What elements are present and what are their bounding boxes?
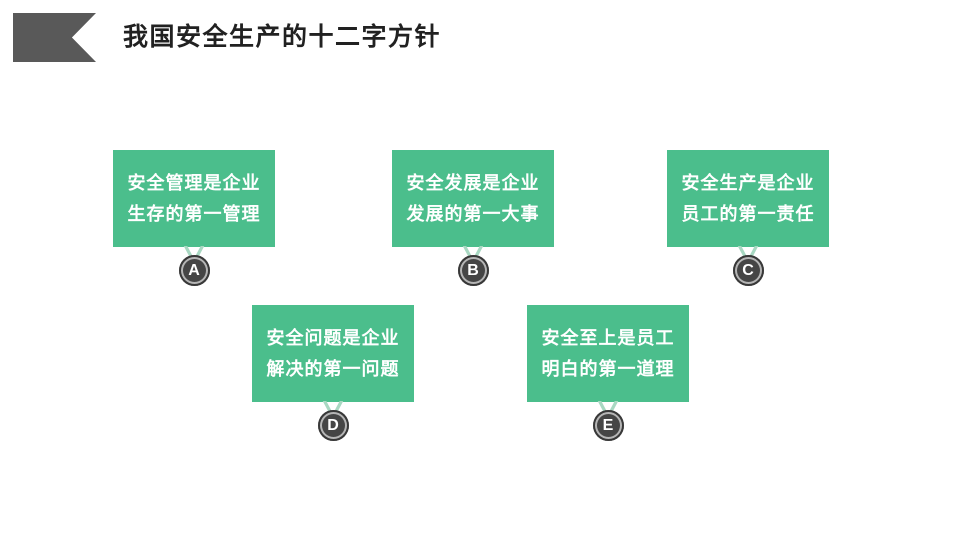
card-text-line2: 明白的第一道理 [541,358,675,379]
medal-badge-e: E [592,410,624,441]
card-text-line1: 安全管理是企业 [127,172,261,193]
card-box: 安全生产是企业 员工的第一责任 [667,150,829,247]
medal-badge-d: D [317,410,349,441]
card-text-line1: 安全问题是企业 [266,327,400,348]
card-text-line1: 安全生产是企业 [681,172,815,193]
slide-title: 我国安全生产的十二字方针 [123,23,442,51]
card-text-line2: 发展的第一大事 [406,203,540,224]
card-box: 安全管理是企业 生存的第一管理 [113,150,275,247]
card-text-line2: 员工的第一责任 [681,203,815,224]
policy-card-b: 安全发展是企业 发展的第一大事 B [392,150,554,286]
policy-card-e: 安全至上是员工 明白的第一道理 E [527,305,689,441]
pennant-flag-icon [13,13,96,62]
medal-badge-a: A [178,255,210,286]
policy-card-c: 安全生产是企业 员工的第一责任 C [667,150,829,286]
card-text-line1: 安全发展是企业 [406,172,540,193]
policy-card-d: 安全问题是企业 解决的第一问题 D [252,305,414,441]
card-box: 安全问题是企业 解决的第一问题 [252,305,414,402]
card-text-line2: 解决的第一问题 [266,358,400,379]
medal-badge-b: B [457,255,489,286]
card-box: 安全至上是员工 明白的第一道理 [527,305,689,402]
card-text-line1: 安全至上是员工 [541,327,675,348]
card-box: 安全发展是企业 发展的第一大事 [392,150,554,247]
card-text-line2: 生存的第一管理 [127,203,261,224]
policy-card-a: 安全管理是企业 生存的第一管理 A [113,150,275,286]
medal-badge-c: C [732,255,764,286]
